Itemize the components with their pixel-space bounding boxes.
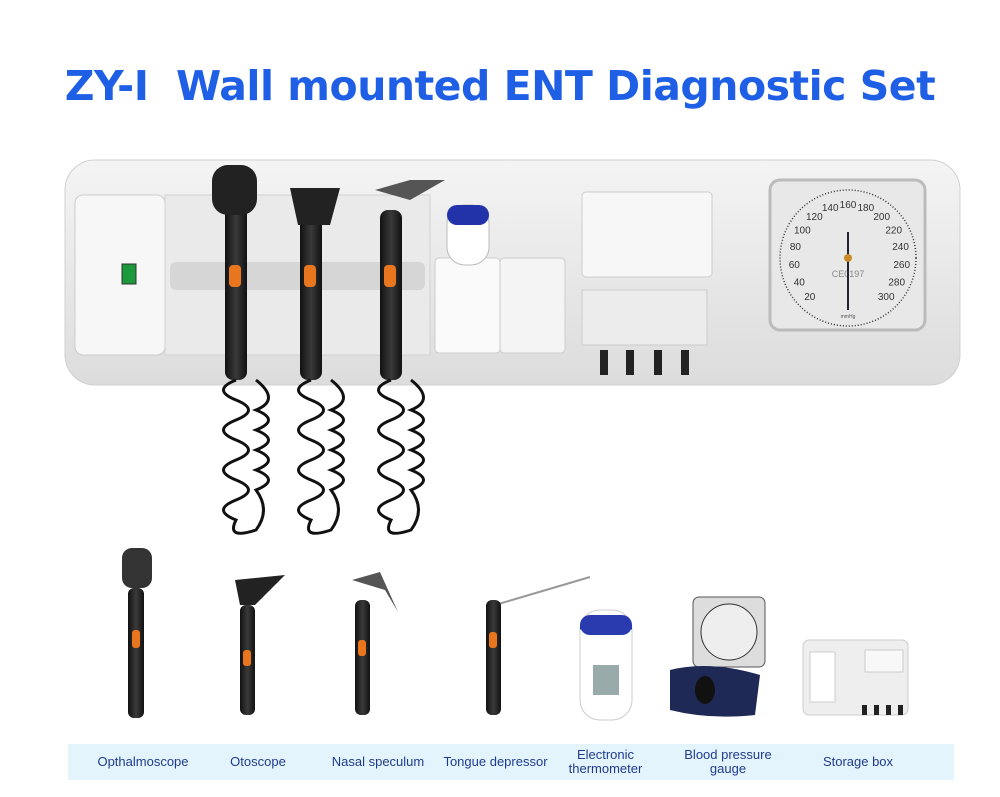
product-row [122, 548, 909, 721]
storage-box-icon [802, 639, 909, 716]
gauge-scale-number: 160 [840, 200, 857, 211]
mounted-instruments [212, 165, 445, 535]
gauge-scale-number: 40 [794, 277, 806, 288]
label-blood-pressure-gauge: Blood pressure gauge [684, 747, 772, 776]
gauge-scale-number: 180 [857, 203, 874, 214]
gauge-scale-number: 280 [888, 277, 905, 288]
page-title: ZY-I Wall mounted ENT Diagnostic Set [64, 62, 936, 110]
gauge-scale-number: 100 [794, 225, 811, 236]
thermometer-icon [579, 609, 633, 721]
nasal-speculum-icon [352, 572, 398, 715]
power-switch[interactable] [121, 263, 137, 285]
gauge-unit: mmHg [841, 314, 856, 320]
label-electronic-thermometer: Electronic thermometer [568, 747, 643, 776]
gauge-scale-number: 120 [806, 212, 823, 223]
gauge-scale-number: 140 [822, 203, 839, 214]
label-ophthalmoscope: Opthalmoscope [97, 754, 189, 769]
ophthalmoscope-icon [122, 548, 152, 718]
otoscope-icon [235, 575, 285, 715]
label-otoscope: Otoscope [230, 754, 286, 769]
blood-pressure-gauge-icon [670, 596, 766, 717]
gauge-scale-number: 220 [885, 225, 902, 236]
gauge-scale-number: 260 [893, 260, 910, 271]
tongue-depressor-icon [486, 576, 591, 715]
label-tongue-depressor: Tongue depressor [443, 754, 548, 769]
gauge-scale-number: 20 [804, 292, 816, 303]
gauge-scale-number: 300 [878, 292, 895, 303]
label-storage-box: Storage box [822, 754, 894, 769]
label-nasal-speculum: Nasal speculum [331, 754, 425, 769]
gauge-scale-number: 240 [892, 242, 909, 253]
product-label-bar: Opthalmoscope Otoscope Nasal speculum To… [68, 744, 954, 780]
gauge-scale-number: 80 [790, 242, 802, 253]
gauge-scale-number: 200 [873, 212, 890, 223]
gauge-scale-number: 60 [789, 260, 801, 271]
